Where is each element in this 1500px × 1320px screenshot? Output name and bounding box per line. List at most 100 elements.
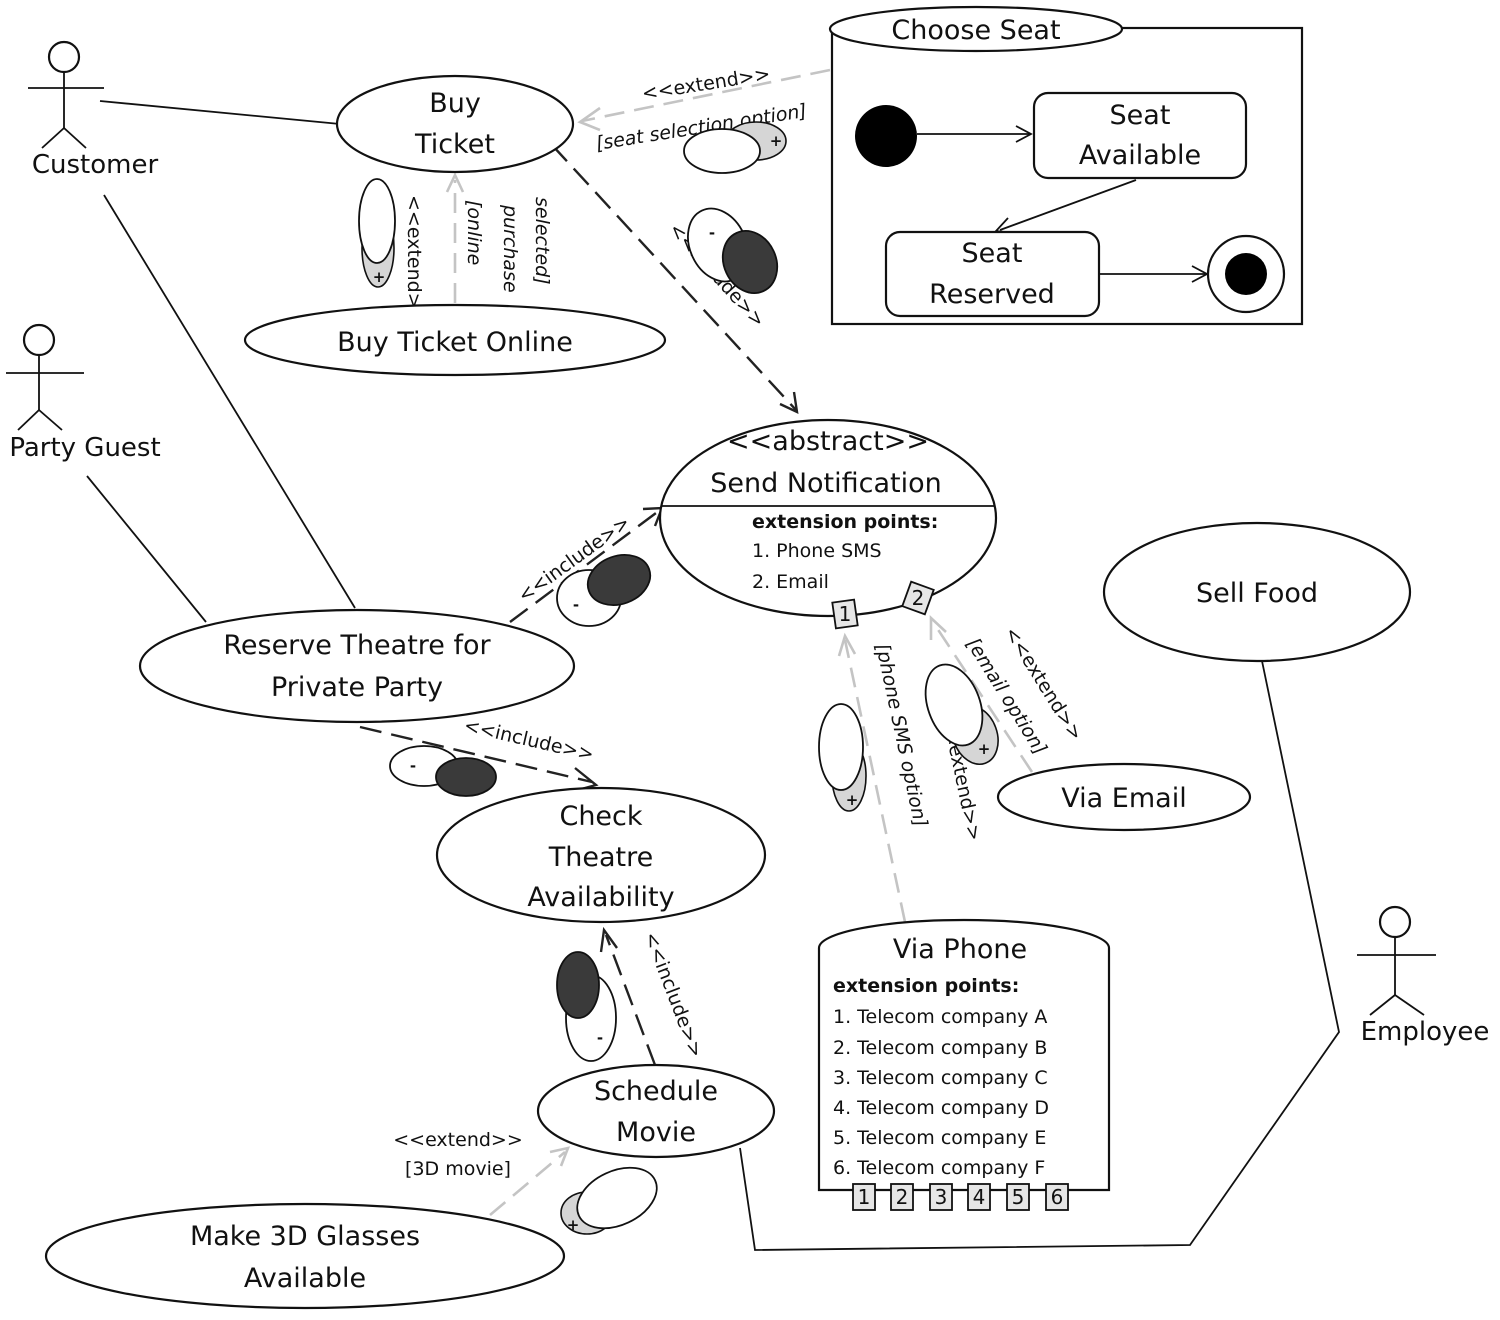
assoc-employee-sell-food-schedule-movie bbox=[739, 660, 1340, 1251]
actor-party-guest: Party Guest bbox=[6, 323, 161, 463]
via-phone-port-6-label: 6 bbox=[1051, 1185, 1064, 1209]
expand-glyph-seat-sign: + bbox=[770, 132, 783, 150]
via-email-label: Via Email bbox=[1061, 783, 1186, 814]
send-notification-port-1 bbox=[831, 598, 859, 630]
via-phone-port-5-label: 5 bbox=[1012, 1185, 1025, 1209]
send-notification-ep-1: 1. Phone SMS bbox=[752, 540, 882, 562]
extend-online-guard-1: [online bbox=[463, 200, 485, 265]
state-seat-reserved bbox=[884, 230, 1101, 318]
expand-glyph-seat[interactable]: + bbox=[683, 121, 787, 174]
collapse-glyph-reserve-notify[interactable]: - bbox=[556, 547, 657, 627]
check-theatre-label-1: Check bbox=[559, 801, 642, 832]
actor-party-guest-label: Party Guest bbox=[9, 433, 160, 463]
via-phone-ports: 1 2 3 4 5 6 bbox=[852, 1183, 1069, 1211]
expand-glyph-phone[interactable]: + bbox=[818, 703, 867, 812]
actor-customer: Customer bbox=[28, 40, 159, 180]
assoc-customer-reserve-theatre bbox=[103, 194, 356, 609]
expand-glyph-email-sign: + bbox=[978, 740, 991, 758]
via-phone-port-5 bbox=[1006, 1183, 1030, 1211]
include-reserve-check-stereotype: <<include>> bbox=[462, 714, 596, 765]
collapse-glyph-reserve-check[interactable]: - bbox=[389, 745, 497, 797]
associations bbox=[86, 100, 1340, 1251]
collapse-glyph-buy-notify[interactable]: - bbox=[677, 199, 788, 302]
extend-seat-stereotype: <<extend>> bbox=[640, 63, 771, 105]
send-notification-port-2 bbox=[901, 580, 935, 616]
assoc-customer-buy-ticket bbox=[99, 100, 341, 125]
collapse-glyph-schedule-check-sign: - bbox=[597, 1029, 603, 1047]
relation-extend-online-purchase: <<extend>> [online purchase selected] bbox=[403, 171, 553, 325]
expand-glyph-online[interactable]: + bbox=[358, 178, 396, 288]
via-phone-port-2 bbox=[890, 1183, 914, 1211]
via-phone-ep-6: 6. Telecom company F bbox=[833, 1157, 1045, 1179]
extend-3d-guard: [3D movie] bbox=[405, 1158, 511, 1180]
schedule-movie-label-2: Movie bbox=[616, 1117, 696, 1148]
use-case-buy-ticket-online: Buy Ticket Online bbox=[243, 303, 667, 377]
expand-glyph-phone-sign: + bbox=[846, 791, 859, 809]
send-notification-ep-title: extension points: bbox=[752, 511, 938, 533]
state-machine-choose-seat: Choose Seat Seat Available Seat Reserved bbox=[828, 5, 1304, 326]
use-case-check-theatre-availability: Check Theatre Availability bbox=[435, 786, 767, 924]
relation-extend-3d-movie: <<extend>> [3D movie] bbox=[393, 1129, 571, 1216]
use-case-send-notification: <<abstract>> Send Notification extension… bbox=[658, 418, 998, 630]
expand-glyph-online-sign: + bbox=[373, 268, 386, 286]
via-phone-ep-5: 5. Telecom company E bbox=[833, 1127, 1046, 1149]
sell-food-label: Sell Food bbox=[1196, 578, 1318, 609]
send-notification-ep-2: 2. Email bbox=[752, 571, 829, 593]
buy-ticket-online-label: Buy Ticket Online bbox=[337, 327, 573, 358]
buy-ticket-label-1: Buy bbox=[429, 88, 481, 119]
via-phone-port-4 bbox=[967, 1183, 991, 1211]
use-case-make-3d-glasses: Make 3D Glasses Available bbox=[44, 1202, 566, 1310]
state-seat-available bbox=[1032, 91, 1248, 180]
reserve-theatre-label-1: Reserve Theatre for bbox=[223, 630, 491, 661]
check-theatre-label-3: Availability bbox=[527, 882, 674, 913]
via-phone-port-4-label: 4 bbox=[973, 1185, 986, 1209]
via-phone-port-2-label: 2 bbox=[896, 1185, 909, 1209]
collapse-glyph-reserve-check-sign: - bbox=[410, 757, 416, 775]
initial-state bbox=[855, 105, 917, 167]
use-case-via-email: Via Email bbox=[996, 762, 1252, 832]
actor-customer-label: Customer bbox=[32, 150, 159, 180]
use-case-reserve-theatre: Reserve Theatre for Private Party bbox=[138, 608, 576, 724]
send-notification-stereotype: <<abstract>> bbox=[727, 426, 929, 457]
via-phone-ep-4: 4. Telecom company D bbox=[833, 1097, 1049, 1119]
reserve-theatre-label-2: Private Party bbox=[271, 672, 443, 703]
via-phone-port-1 bbox=[852, 1183, 876, 1211]
check-theatre-label-2: Theatre bbox=[548, 842, 653, 873]
state-machine-title: Choose Seat bbox=[891, 15, 1060, 46]
via-phone-ep-3: 3. Telecom company C bbox=[833, 1067, 1048, 1089]
use-case-schedule-movie: Schedule Movie bbox=[536, 1063, 776, 1159]
use-case-buy-ticket: Buy Ticket bbox=[335, 74, 575, 174]
schedule-movie-label-1: Schedule bbox=[594, 1076, 718, 1107]
make-3d-glasses-label-2: Available bbox=[244, 1263, 366, 1294]
state-seat-reserved-label-1: Seat bbox=[962, 238, 1023, 269]
via-phone-ep-1: 1. Telecom company A bbox=[833, 1006, 1047, 1028]
collapse-glyph-reserve-notify-sign: - bbox=[573, 596, 579, 614]
expand-glyph-3d-sign: + bbox=[567, 1216, 580, 1234]
collapse-glyph-schedule-check[interactable]: - bbox=[556, 951, 617, 1062]
via-phone-ep-2: 2. Telecom company B bbox=[833, 1037, 1047, 1059]
state-seat-available-label-1: Seat bbox=[1110, 100, 1171, 131]
state-seat-reserved-label-2: Reserved bbox=[929, 279, 1055, 310]
via-phone-name: Via Phone bbox=[893, 934, 1027, 965]
extend-online-guard-3: selected] bbox=[531, 197, 553, 285]
via-phone-port-1-label: 1 bbox=[858, 1185, 871, 1209]
send-notification-port-1-label: 1 bbox=[839, 602, 852, 626]
include-schedule-check-stereotype: <<include>> bbox=[639, 929, 707, 1061]
relation-include-schedule-check: <<include>> bbox=[599, 926, 707, 1066]
collapse-glyph-buy-notify-sign: - bbox=[709, 224, 715, 242]
assoc-party-guest-reserve-theatre bbox=[86, 475, 207, 623]
via-phone-ep-title: extension points: bbox=[833, 975, 1019, 997]
buy-ticket-label-2: Ticket bbox=[414, 129, 495, 160]
via-phone-port-6 bbox=[1045, 1183, 1069, 1211]
expand-glyph-3d[interactable]: + bbox=[560, 1156, 666, 1240]
send-notification-name: Send Notification bbox=[710, 468, 942, 499]
via-phone-port-3 bbox=[929, 1183, 953, 1211]
extend-online-stereotype: <<extend>> bbox=[403, 195, 425, 325]
state-machine-title-tab bbox=[828, 5, 1124, 53]
via-phone-port-3-label: 3 bbox=[935, 1185, 948, 1209]
actor-employee: Employee bbox=[1357, 905, 1489, 1047]
expand-glyph-email[interactable]: + bbox=[915, 657, 1006, 771]
extend-3d-stereotype: <<extend>> bbox=[393, 1129, 523, 1151]
make-3d-glasses-label-1: Make 3D Glasses bbox=[190, 1221, 420, 1252]
